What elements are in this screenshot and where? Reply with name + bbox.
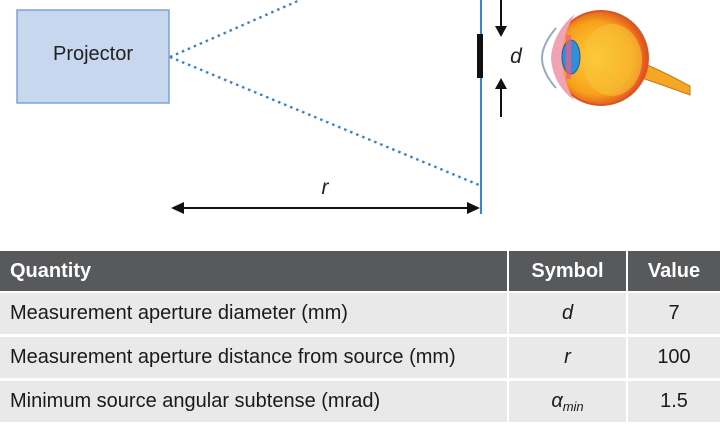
table-row: Measurement aperture distance from sourc… — [0, 337, 720, 381]
symbol-subscript: min — [562, 398, 584, 414]
beam-upper-edge — [169, 0, 301, 59]
aperture-opening — [477, 34, 483, 78]
table-row: Measurement aperture diameter (mm) d 7 — [0, 293, 720, 337]
value-cell: 1.5 — [626, 381, 720, 425]
symbol-cell: αmin — [507, 381, 626, 425]
distance-label: r — [322, 176, 330, 199]
quantity-cell: Measurement aperture distance from sourc… — [0, 337, 507, 381]
symbol-base: α — [551, 389, 563, 412]
header-value: Value — [626, 251, 720, 293]
aperture-arrow-bottom — [495, 78, 507, 117]
header-symbol: Symbol — [507, 251, 626, 293]
parameter-table: Quantity Symbol Value Measurement apertu… — [0, 251, 720, 425]
quantity-cell: Measurement aperture diameter (mm) — [0, 293, 507, 337]
table-row: Minimum source angular subtense (mrad) α… — [0, 381, 720, 425]
value-cell: 100 — [626, 337, 720, 381]
projector-label: Projector — [53, 43, 133, 65]
measurement-setup-diagram: Projector d r — [16, 0, 691, 214]
distance-arrow — [171, 202, 480, 214]
value-cell: 7 — [626, 293, 720, 337]
aperture-diameter-label: d — [510, 45, 523, 68]
eye-cross-section-icon — [540, 10, 691, 106]
header-quantity: Quantity — [0, 251, 507, 293]
symbol-cell: r — [507, 337, 626, 381]
quantity-cell: Minimum source angular subtense (mrad) — [0, 381, 507, 425]
symbol-cell: d — [507, 293, 626, 337]
table-header-row: Quantity Symbol Value — [0, 251, 720, 293]
projector-box — [16, 9, 170, 104]
aperture-arrow-top — [495, 0, 507, 37]
beam-lower-edge — [169, 55, 480, 187]
